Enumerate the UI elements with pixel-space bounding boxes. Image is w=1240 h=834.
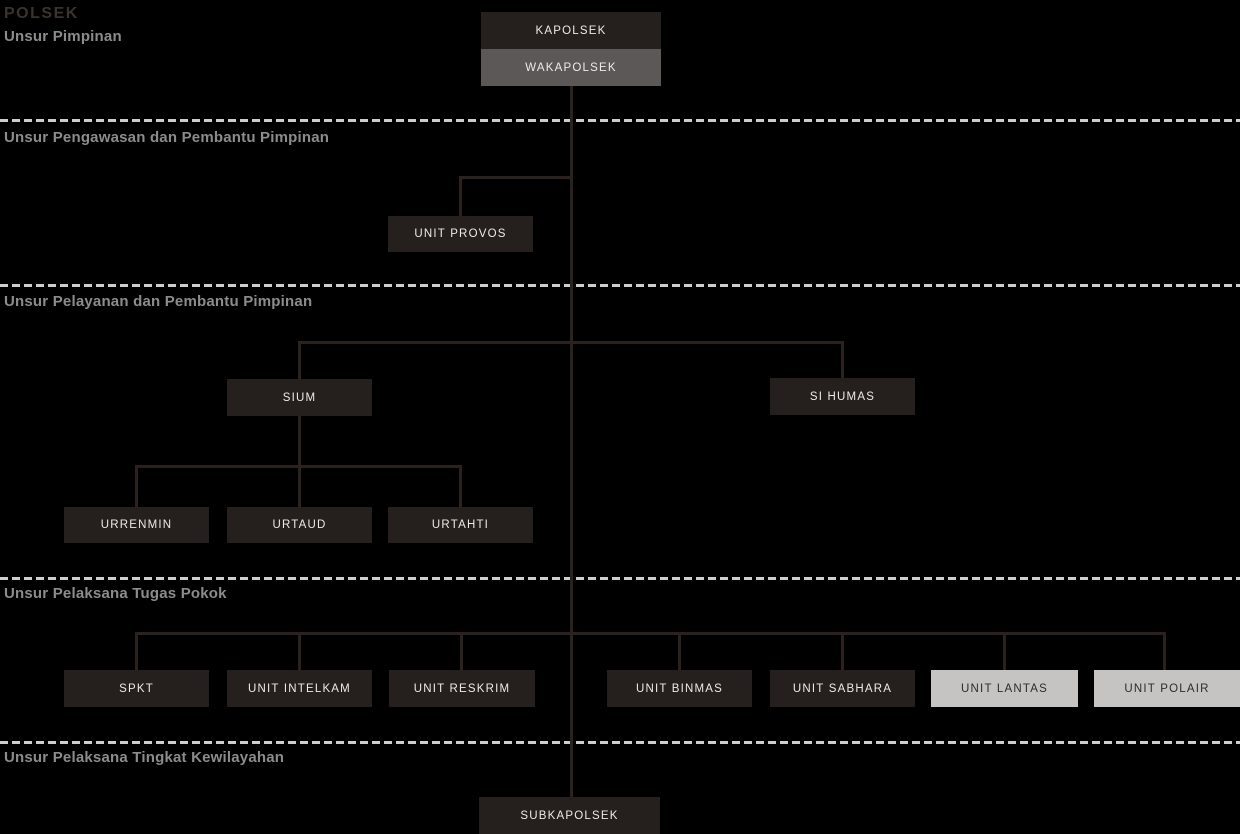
- section-label: Unsur Pelayanan dan Pembantu Pimpinan: [4, 293, 313, 310]
- org-node-unit-binmas: UNIT BINMAS: [607, 670, 752, 707]
- org-node-subkapolsek: SUBKAPOLSEK: [479, 797, 660, 834]
- connector-binmas-drop-v: [678, 632, 681, 670]
- connector-main-vertical: [570, 86, 573, 797]
- connector-sium-down-v: [298, 416, 301, 468]
- section-label: Unsur Pelaksana Tugas Pokok: [4, 585, 227, 602]
- connector-units-row-h: [135, 632, 1166, 635]
- connector-urtahti-drop-v: [459, 465, 462, 507]
- org-node-unit-lantas: UNIT LANTAS: [931, 670, 1078, 707]
- connector-provos-drop-v: [459, 176, 462, 216]
- connector-lantas-drop-v: [1003, 632, 1006, 670]
- connector-provos-branch-h: [459, 176, 573, 179]
- connector-sium-drop-v: [298, 341, 301, 379]
- org-node-unit-provos: UNIT PROVOS: [388, 216, 533, 252]
- connector-intelkam-drop-v: [298, 632, 301, 670]
- org-node-spkt: SPKT: [64, 670, 209, 707]
- org-node-urrenmin: URRENMIN: [64, 507, 209, 543]
- section-separator: [0, 284, 1240, 287]
- org-node-sium: SIUM: [227, 379, 372, 416]
- section-separator: [0, 119, 1240, 122]
- section-label: Unsur Pimpinan: [4, 28, 122, 45]
- connector-polair-drop-v: [1163, 632, 1166, 670]
- org-node-unit-sabhara: UNIT SABHARA: [770, 670, 915, 707]
- org-node-urtaud: URTAUD: [227, 507, 372, 543]
- section-label: Unsur Pelaksana Tingkat Kewilayahan: [4, 749, 285, 766]
- section-separator: [0, 741, 1240, 744]
- org-node-kapolsek: KAPOLSEK: [481, 12, 661, 49]
- org-node-wakapolsek: WAKAPOLSEK: [481, 49, 661, 86]
- connector-reskrim-drop-v: [460, 632, 463, 670]
- connector-urtaud-drop-v: [298, 465, 301, 507]
- section-label: Unsur Pengawasan dan Pembantu Pimpinan: [4, 129, 330, 146]
- connector-sabhara-drop-v: [841, 632, 844, 670]
- org-node-si-humas: SI HUMAS: [770, 378, 915, 415]
- org-node-unit-intelkam: UNIT INTELKAM: [227, 670, 372, 707]
- org-node-urtahti: URTAHTI: [388, 507, 533, 543]
- connector-urrenmin-drop-v: [135, 465, 138, 507]
- connector-spkt-drop-v: [135, 632, 138, 670]
- section-separator: [0, 577, 1240, 580]
- org-node-unit-polair: UNIT POLAIR: [1094, 670, 1240, 707]
- org-node-unit-reskrim: UNIT RESKRIM: [389, 670, 535, 707]
- connector-humas-drop-v: [841, 341, 844, 378]
- page-title: POLSEK: [4, 5, 79, 22]
- connector-sium-humas-h: [298, 341, 844, 344]
